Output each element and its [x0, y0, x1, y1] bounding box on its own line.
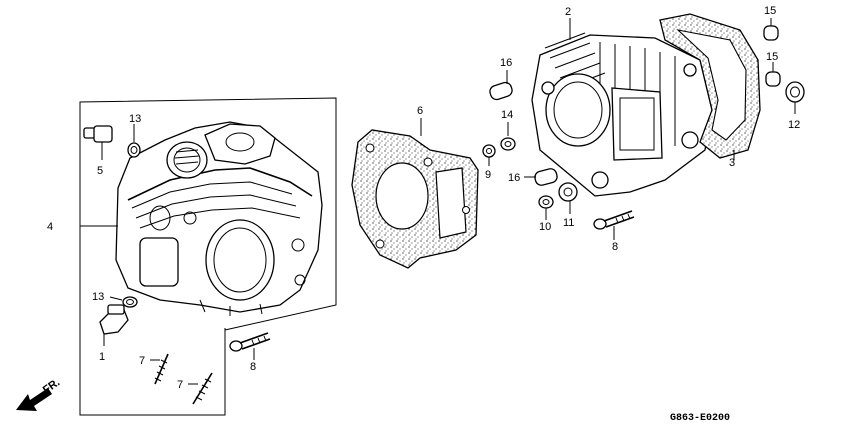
callout-11: 11 [563, 217, 574, 229]
callout-16-b: 16 [508, 172, 520, 184]
part-11-nut [558, 182, 578, 214]
part-9-nut [482, 144, 496, 166]
callout-4: 4 [47, 221, 53, 233]
part-7-stud-a [150, 353, 169, 385]
part-8-bolt-upper [593, 210, 635, 240]
cylinder-head [80, 121, 323, 316]
callout-6: 6 [417, 105, 423, 117]
callout-13-a: 13 [129, 113, 141, 125]
callout-7-b: 7 [177, 379, 183, 391]
diagram-code: G863-E0200 [670, 413, 730, 424]
callout-8-b: 8 [250, 361, 256, 373]
callout-15-b: 15 [766, 51, 778, 63]
callout-14: 14 [501, 109, 513, 121]
part-8-bolt-lower [229, 332, 271, 360]
callout-16-a: 16 [500, 57, 512, 69]
callout-3: 3 [729, 157, 735, 169]
part-5-fitting [83, 125, 113, 160]
part-2-cylinder [531, 18, 713, 197]
callout-7-a: 7 [139, 355, 145, 367]
part-3-base-gasket [659, 13, 761, 160]
callout-1: 1 [99, 351, 105, 363]
callout-8-a: 8 [612, 241, 618, 253]
part-15-dowel-lower [765, 62, 781, 87]
part-13-washer-upper [127, 124, 141, 158]
callout-5: 5 [97, 165, 103, 177]
part-6-head-gasket [351, 118, 479, 269]
callout-15-a: 15 [764, 5, 776, 17]
part-13-washer-lower [109, 296, 138, 308]
part-16-dowel-lower [524, 168, 558, 186]
part-14-washer [500, 122, 516, 151]
callout-12: 12 [788, 119, 800, 131]
part-7-stud-b [188, 372, 213, 405]
callout-13-b: 13 [92, 291, 104, 303]
part-12-seal [785, 81, 805, 114]
head-group-bracket [79, 97, 337, 416]
callout-2: 2 [565, 6, 571, 18]
part-16-dowel-upper [489, 70, 513, 101]
part-1-fitting [99, 304, 129, 346]
callout-10: 10 [539, 221, 551, 233]
callout-9: 9 [485, 169, 491, 181]
part-15-dowel-upper [763, 18, 779, 41]
front-arrow-icon [16, 388, 52, 411]
part-10-washer [538, 195, 554, 220]
